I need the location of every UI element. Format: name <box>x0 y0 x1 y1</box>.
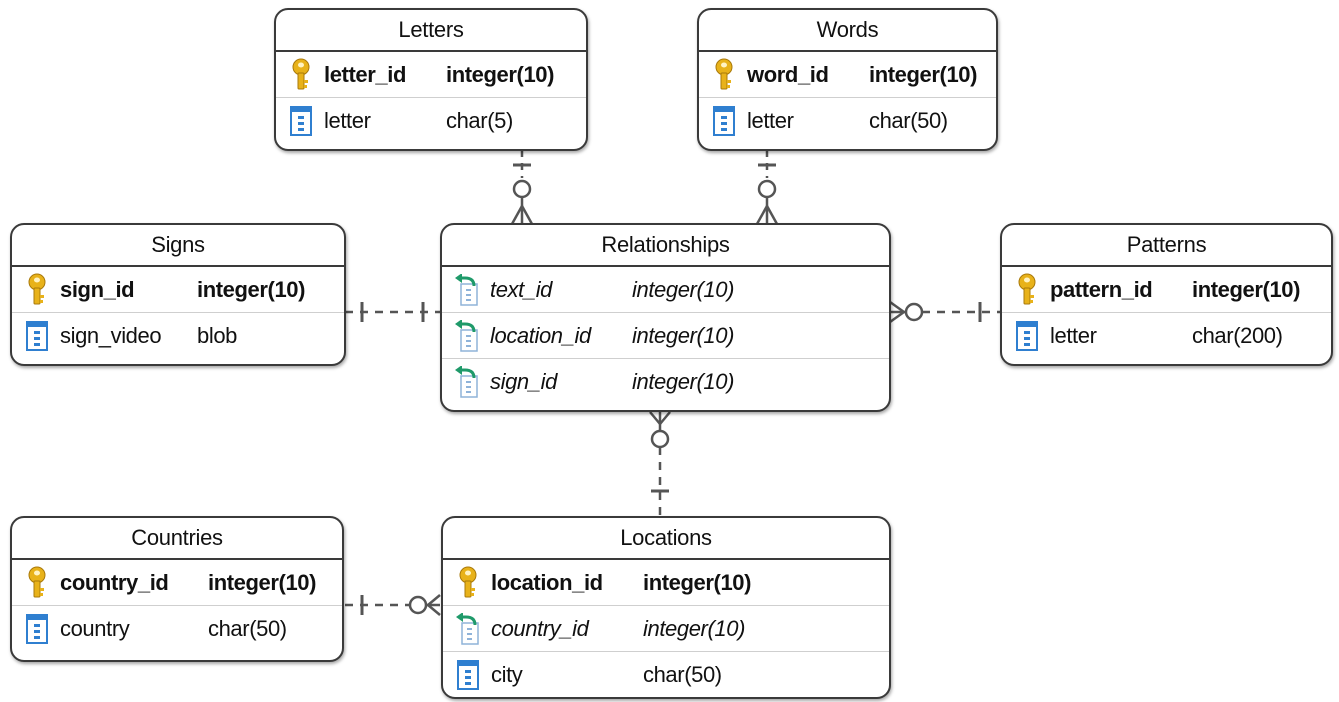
column-name: word_id <box>747 61 829 87</box>
column-icon <box>24 319 50 353</box>
primary-key-icon <box>1014 273 1040 307</box>
column-row[interactable]: location_id integer(10) <box>443 560 889 606</box>
connector-words-relationships <box>755 150 779 225</box>
column-row[interactable]: letter char(50) <box>699 98 996 143</box>
column-name: letter <box>324 107 371 133</box>
column-name: text_id <box>490 276 553 302</box>
primary-key-icon <box>711 58 737 92</box>
column-row[interactable]: city char(50) <box>443 652 889 697</box>
connector-locations-relationships <box>649 411 671 516</box>
column-type: integer(10) <box>632 368 734 394</box>
column-type: integer(10) <box>208 569 317 595</box>
column-name: sign_id <box>60 276 135 302</box>
column-name: country_id <box>491 615 589 641</box>
primary-key-icon <box>288 58 314 92</box>
column-row[interactable]: sign_video blob <box>12 313 344 358</box>
entity-letters[interactable]: Letters letter_id integer(10) letter char(5) <box>274 8 588 151</box>
connector-signs-relationships <box>345 302 440 322</box>
column-type: integer(10) <box>643 615 745 641</box>
column-name: sign_video <box>60 322 162 348</box>
foreign-key-icon <box>454 273 480 307</box>
column-name: letter <box>1050 322 1097 348</box>
column-name: letter <box>747 107 794 133</box>
foreign-key-icon <box>454 319 480 353</box>
entity-patterns[interactable]: Patterns pattern_id integer(10) letter char(… <box>1000 223 1333 366</box>
column-icon <box>24 612 50 646</box>
column-type: integer(10) <box>446 61 555 87</box>
connector-patterns-relationships <box>889 300 1000 324</box>
column-name: letter_id <box>324 61 406 87</box>
column-icon <box>711 104 737 138</box>
column-row[interactable]: letter char(5) <box>276 98 586 143</box>
entity-title: Relationships <box>442 225 889 267</box>
column-row[interactable]: pattern_id integer(10) <box>1002 267 1331 313</box>
column-row[interactable]: sign_id integer(10) <box>442 359 889 404</box>
column-type: char(200) <box>1192 322 1283 348</box>
column-row[interactable]: text_id integer(10) <box>442 267 889 313</box>
column-type: integer(10) <box>197 276 306 302</box>
column-type: char(5) <box>446 107 513 133</box>
column-type: blob <box>197 322 237 348</box>
primary-key-icon <box>24 273 50 307</box>
column-type: integer(10) <box>643 569 752 595</box>
column-name: country_id <box>60 569 169 595</box>
primary-key-icon <box>24 566 50 600</box>
column-type: char(50) <box>643 661 722 687</box>
column-type: integer(10) <box>632 322 734 348</box>
entity-title: Patterns <box>1002 225 1331 267</box>
entity-title: Signs <box>12 225 344 267</box>
foreign-key-icon <box>454 365 480 399</box>
column-type: integer(10) <box>1192 276 1301 302</box>
column-name: country <box>60 615 130 641</box>
column-name: pattern_id <box>1050 276 1153 302</box>
column-row[interactable]: location_id integer(10) <box>442 313 889 359</box>
column-name: location_id <box>491 569 603 595</box>
entity-signs[interactable]: Signs sign_id integer(10) sign_video blob <box>10 223 346 366</box>
column-name: location_id <box>490 322 591 348</box>
entity-countries[interactable]: Countries country_id integer(10) country cha… <box>10 516 344 662</box>
column-icon <box>1014 319 1040 353</box>
column-name: sign_id <box>490 368 557 394</box>
entity-title: Countries <box>12 518 342 560</box>
entity-title: Words <box>699 10 996 52</box>
column-type: integer(10) <box>869 61 978 87</box>
foreign-key-icon <box>455 612 481 646</box>
entity-title: Letters <box>276 10 586 52</box>
entity-words[interactable]: Words word_id integer(10) letter char(50) <box>697 8 998 151</box>
column-type: integer(10) <box>632 276 734 302</box>
column-row[interactable]: letter char(200) <box>1002 313 1331 358</box>
primary-key-icon <box>455 566 481 600</box>
connector-countries-locations <box>345 594 441 616</box>
column-name: city <box>491 661 523 687</box>
column-row[interactable]: country_id integer(10) <box>443 606 889 652</box>
column-type: char(50) <box>869 107 948 133</box>
column-icon <box>455 658 481 692</box>
column-row[interactable]: letter_id integer(10) <box>276 52 586 98</box>
column-row[interactable]: country_id integer(10) <box>12 560 342 606</box>
column-row[interactable]: word_id integer(10) <box>699 52 996 98</box>
entity-title: Locations <box>443 518 889 560</box>
connector-letters-relationships <box>510 150 534 225</box>
column-icon <box>288 104 314 138</box>
column-row[interactable]: country char(50) <box>12 606 342 651</box>
column-row[interactable]: sign_id integer(10) <box>12 267 344 313</box>
column-type: char(50) <box>208 615 287 641</box>
